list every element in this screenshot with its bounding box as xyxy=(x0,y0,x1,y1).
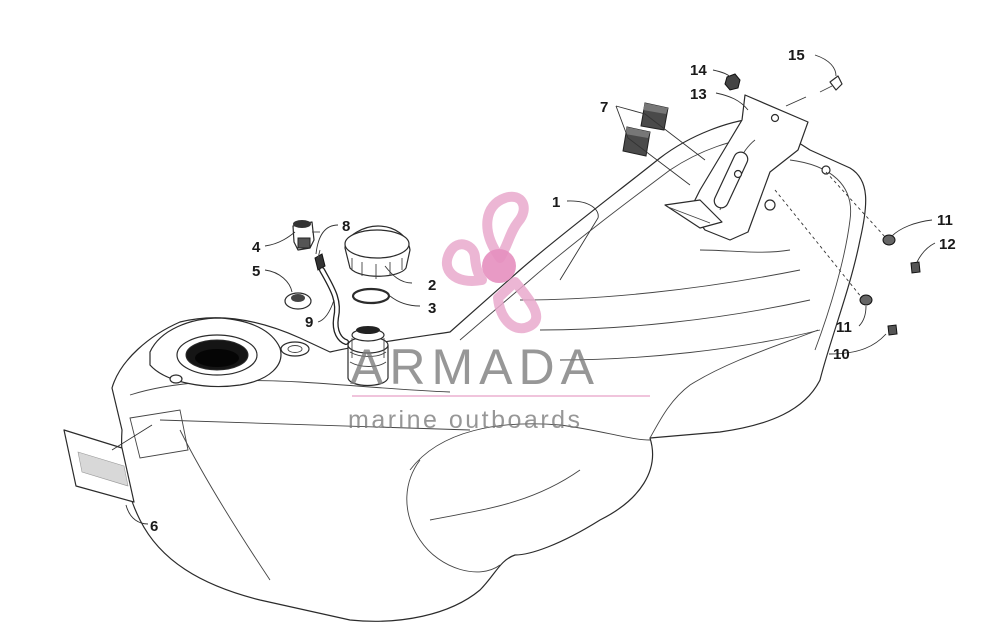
armada-watermark: ARMADA marine outboards xyxy=(348,191,650,434)
callout-11-lower: 11 xyxy=(836,319,852,336)
callout-11-upper: 11 xyxy=(937,212,953,229)
callout-5: 5 xyxy=(252,263,260,280)
watermark-brand: ARMADA xyxy=(350,339,600,395)
callout-10: 10 xyxy=(833,346,850,363)
vent-hose xyxy=(319,267,349,345)
hose-clip xyxy=(314,249,326,271)
fasteners xyxy=(724,73,921,336)
callout-9: 9 xyxy=(305,314,313,331)
callout-15: 15 xyxy=(788,47,805,64)
fuel-cap xyxy=(344,225,411,279)
vent-valve xyxy=(292,220,320,251)
callout-1: 1 xyxy=(552,194,560,211)
callouts: 1 2 3 4 5 6 7 8 9 10 11 11 12 13 14 15 xyxy=(150,47,956,535)
warning-sticker xyxy=(63,429,135,503)
callout-14: 14 xyxy=(690,62,707,79)
callout-8: 8 xyxy=(342,218,350,235)
filler-neck xyxy=(347,326,389,387)
callout-12: 12 xyxy=(939,236,956,253)
watermark-tagline: marine outboards xyxy=(348,406,583,434)
fuel-tank xyxy=(111,117,867,622)
callout-4: 4 xyxy=(252,239,261,256)
rubber-pads xyxy=(622,102,669,157)
tank-bracket xyxy=(664,94,809,241)
callout-13: 13 xyxy=(690,86,707,103)
callout-2: 2 xyxy=(428,277,436,294)
callout-3: 3 xyxy=(428,300,436,317)
grommet xyxy=(284,292,312,310)
callout-7: 7 xyxy=(600,99,608,116)
leader-lines xyxy=(111,54,936,525)
callout-6: 6 xyxy=(150,518,158,535)
o-ring xyxy=(351,287,391,305)
propeller-logo xyxy=(441,191,542,334)
